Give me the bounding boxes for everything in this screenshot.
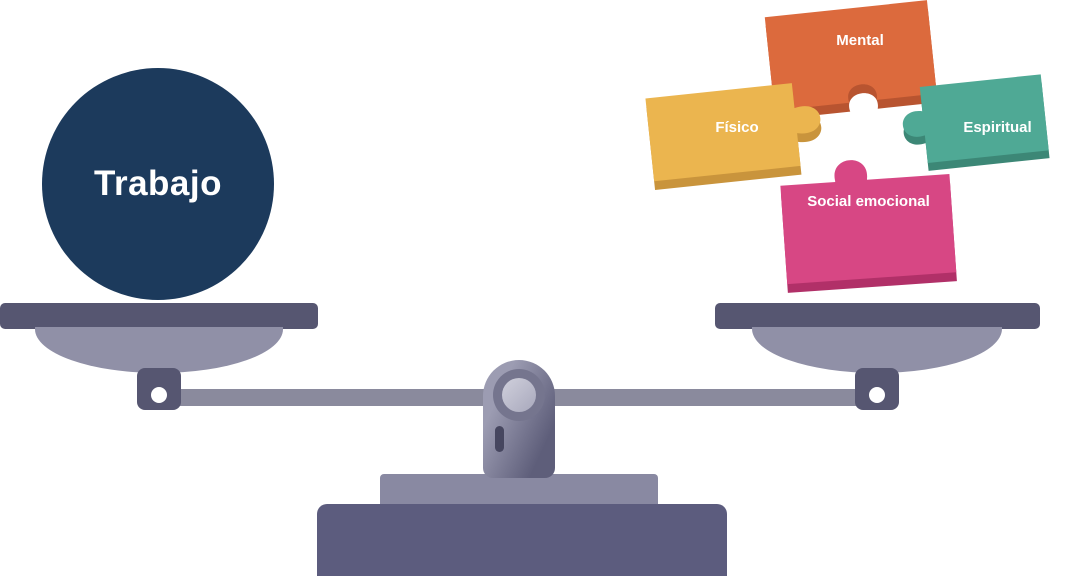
puzzle-label-mental: Mental bbox=[836, 32, 884, 49]
work-label: Trabajo bbox=[94, 164, 222, 203]
left-pan-hanger bbox=[137, 368, 181, 410]
fulcrum-pivot-circle bbox=[502, 378, 536, 412]
puzzle-label-fisico: Físico bbox=[715, 119, 759, 136]
right-pan-hanger bbox=[855, 368, 899, 410]
left-hanger-hole bbox=[151, 387, 167, 403]
work-circle: Trabajo bbox=[42, 68, 274, 300]
puzzle-piece-mental-face bbox=[764, 0, 937, 111]
puzzle-piece-mental bbox=[764, 0, 938, 120]
scale-plinth bbox=[380, 474, 658, 508]
puzzle-piece-espiritual-face bbox=[902, 74, 1049, 164]
puzzle-piece-social-emocional-face bbox=[780, 160, 957, 285]
right-pan-top bbox=[715, 303, 1040, 329]
scale-base bbox=[317, 504, 727, 576]
fulcrum-slot bbox=[495, 426, 504, 452]
puzzle-piece-fisico bbox=[645, 83, 822, 190]
puzzle-piece-social-emocional bbox=[780, 160, 957, 293]
puzzle-label-espiritual: Espiritual bbox=[963, 119, 1032, 136]
puzzle-piece-fisico-face bbox=[645, 83, 821, 182]
left-pan-top bbox=[0, 303, 318, 329]
left-pan-bowl bbox=[35, 327, 283, 373]
puzzle-piece-espiritual bbox=[902, 74, 1050, 171]
right-pan-bowl bbox=[752, 327, 1002, 373]
puzzle-label-social-emocional: Social emocional bbox=[807, 193, 930, 210]
right-hanger-hole bbox=[869, 387, 885, 403]
